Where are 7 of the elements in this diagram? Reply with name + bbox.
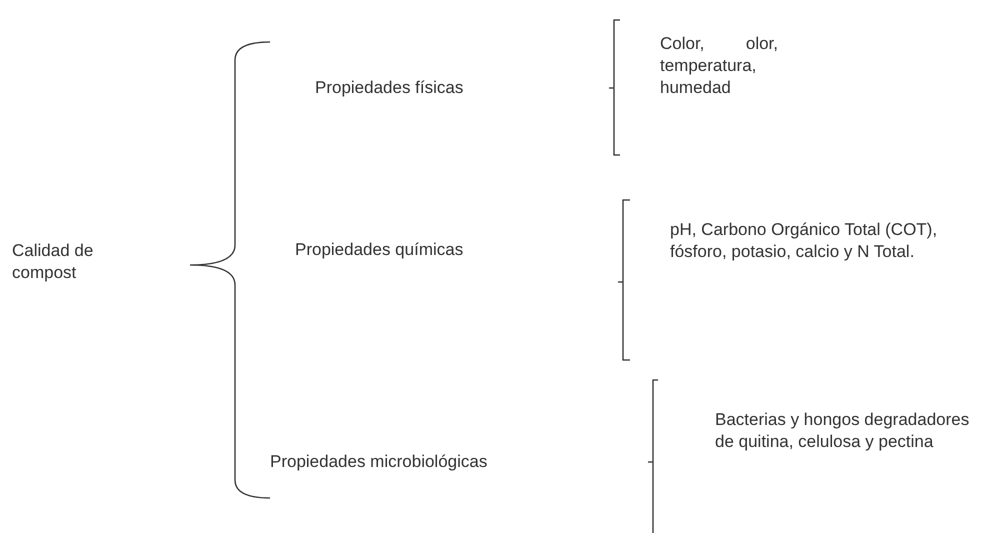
detail-text: Bacterias y hongos degradadores de quitina, celulosa y pectina [715,409,975,453]
detail-text: Color, olor, temperatura, humedad [660,33,778,99]
detail-text: pH, Carbono Orgánico Total (COT), fósforo, potasio, calcio y N Total. [670,219,990,263]
category-label: Propiedades microbiológicas [270,451,530,473]
root-label: Calidad de compost [12,240,152,284]
category-label: Propiedades químicas [295,239,515,261]
category-label: Propiedades físicas [315,77,535,99]
